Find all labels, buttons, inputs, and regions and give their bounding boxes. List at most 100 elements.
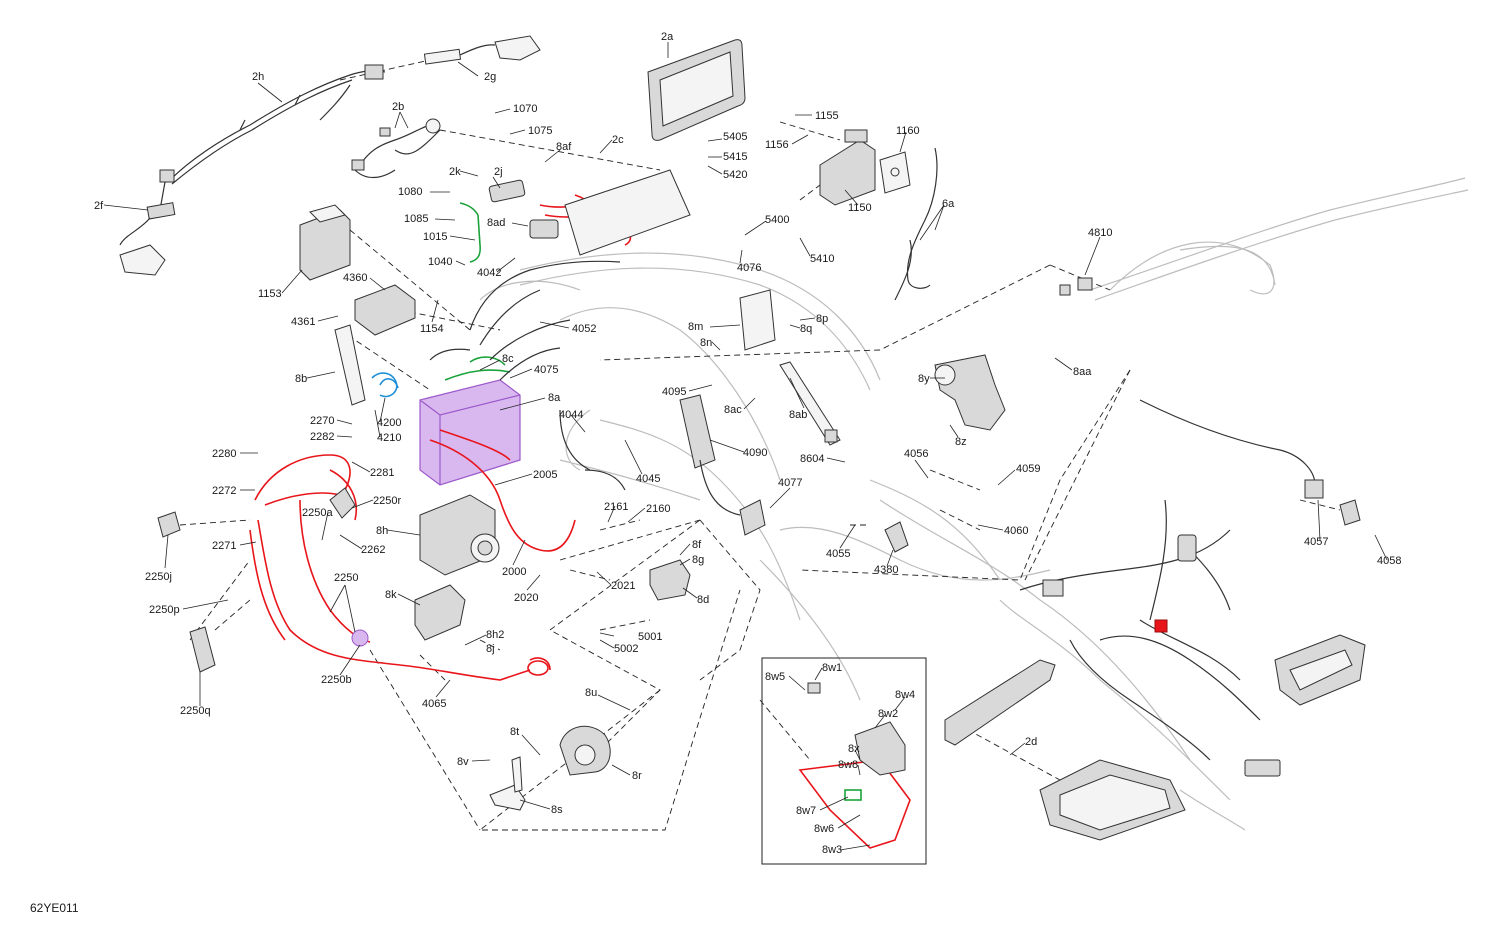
label-4065: 4065: [422, 698, 446, 710]
label-1015: 1015: [423, 231, 447, 243]
label-2250p: 2250p: [149, 604, 180, 616]
label-2g: 2g: [484, 71, 496, 83]
component-4380: [884, 521, 909, 553]
battery-8a: [419, 356, 521, 486]
tail-lights: [1039, 634, 1366, 841]
label-8h: 8h: [376, 525, 388, 537]
label-8q: 8q: [800, 323, 812, 335]
label-8w1: 8w1: [822, 662, 842, 674]
ghost-frame: [479, 177, 1469, 831]
dash-harness-red: [539, 169, 691, 256]
module-1150: [819, 129, 876, 206]
label-2005: 2005: [533, 469, 557, 481]
label-1153: 1153: [258, 288, 282, 300]
callout-labels: 2a 2g 2h 2b 2f 1070 1075 8af 2c 2k 2j 10…: [94, 31, 1401, 856]
label-4077: 4077: [778, 477, 802, 489]
label-8z: 8z: [955, 436, 967, 448]
label-8f: 8f: [692, 539, 702, 551]
label-4200: 4200: [377, 417, 401, 429]
bracket-8s: [489, 756, 526, 811]
sensor-8d: [649, 559, 691, 601]
label-2270: 2270: [310, 415, 334, 427]
label-2250q: 2250q: [180, 705, 211, 717]
main-harness-2250-red: [249, 429, 576, 681]
frame-body: [429, 260, 626, 491]
label-1154: 1154: [420, 323, 444, 335]
label-2h: 2h: [252, 71, 264, 83]
label-8af: 8af: [556, 141, 572, 153]
label-2280: 2280: [212, 448, 236, 460]
bracket-8k: [414, 584, 466, 641]
harness-2h: [159, 64, 386, 211]
label-4045: 4045: [636, 473, 660, 485]
label-8w3: 8w3: [822, 844, 842, 856]
label-4075: 4075: [534, 364, 558, 376]
label-5420: 5420: [723, 169, 747, 181]
bracket-2250q: [189, 626, 216, 673]
label-8d: 8d: [697, 594, 709, 606]
license-bracket-2d: [944, 659, 1056, 746]
label-8ac: 8ac: [724, 404, 742, 416]
bracket-2250r: [329, 487, 356, 519]
label-8w7: 8w7: [796, 805, 816, 817]
connector-8ad: [488, 179, 559, 239]
module-4360: [354, 284, 416, 336]
label-2250a: 2250a: [302, 507, 333, 519]
label-8b: 8b: [295, 373, 307, 385]
label-1155: 1155: [815, 110, 839, 122]
label-4210: 4210: [377, 432, 401, 444]
dashed-assembly-lines: [179, 59, 1341, 831]
label-1070: 1070: [513, 103, 537, 115]
label-4360: 4360: [343, 272, 367, 284]
label-2250b: 2250b: [321, 674, 352, 686]
label-8w2: 8w2: [878, 708, 898, 720]
inset-box-8w: [761, 657, 927, 865]
label-4095: 4095: [662, 386, 686, 398]
label-8m: 8m: [688, 321, 703, 333]
leader-lines: [103, 42, 1388, 851]
pad-1160: [879, 151, 911, 194]
figure-id: 62YE011: [30, 901, 79, 915]
rear-harness: [1019, 399, 1361, 761]
label-2a: 2a: [661, 31, 674, 43]
label-8a: 8a: [548, 392, 561, 404]
label-2b: 2b: [392, 101, 404, 113]
label-2281: 2281: [370, 467, 394, 479]
label-5410: 5410: [810, 253, 834, 265]
label-6a: 6a: [942, 198, 955, 210]
label-2282: 2282: [310, 431, 334, 443]
label-2021: 2021: [611, 580, 635, 592]
label-8s: 8s: [551, 804, 563, 816]
label-4380: 4380: [874, 564, 898, 576]
label-8w5: 8w5: [765, 671, 785, 683]
display-unit-2a: [647, 39, 746, 141]
label-8w6: 8w6: [814, 823, 834, 835]
label-5400: 5400: [765, 214, 789, 226]
label-1040: 1040: [428, 256, 452, 268]
label-1156: 1156: [765, 139, 789, 151]
label-4057: 4057: [1304, 536, 1328, 548]
label-8p: 8p: [816, 313, 828, 325]
label-1150: 1150: [848, 202, 872, 214]
label-2000: 2000: [502, 566, 526, 578]
label-4060: 4060: [1004, 525, 1028, 537]
harness-2b: [351, 118, 441, 179]
label-2k: 2k: [449, 166, 461, 178]
label-2020: 2020: [514, 592, 538, 604]
label-8c: 8c: [502, 353, 514, 365]
label-5001: 5001: [638, 631, 662, 643]
label-4361: 4361: [291, 316, 315, 328]
motor-8y: [934, 354, 1006, 431]
label-4810: 4810: [1088, 227, 1112, 239]
label-2c: 2c: [612, 134, 624, 146]
label-4055: 4055: [826, 548, 850, 560]
label-2272: 2272: [212, 485, 236, 497]
label-8j: 8j: [486, 643, 495, 655]
connector-2250j: [157, 511, 181, 538]
harness-6a: [894, 147, 938, 301]
label-8n: 8n: [700, 337, 712, 349]
harness-4200-blue: [371, 372, 399, 398]
label-4090: 4090: [743, 447, 767, 459]
label-1085: 1085: [404, 213, 428, 225]
